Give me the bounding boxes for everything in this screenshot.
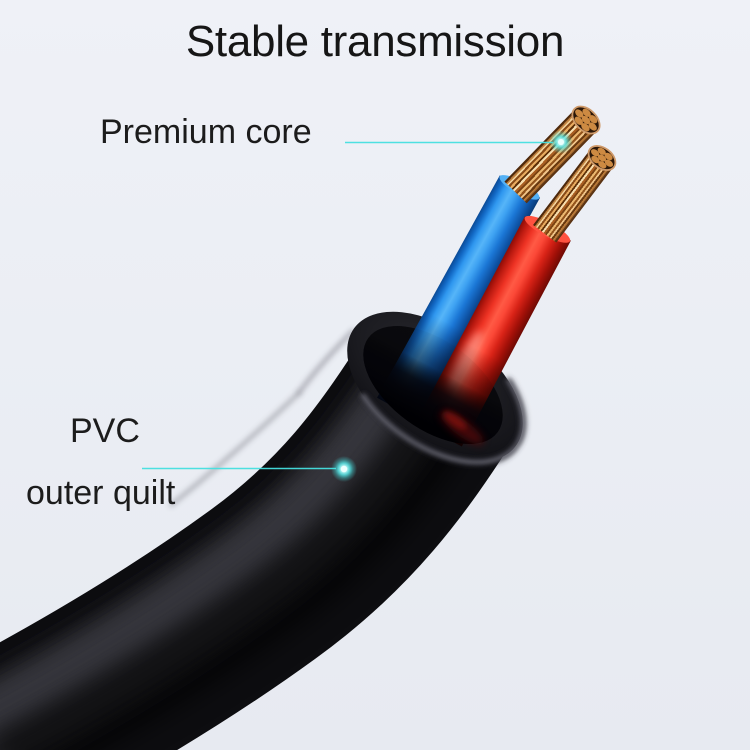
label-premium-core: Premium core xyxy=(100,113,312,151)
cut-face-rim-highlight xyxy=(344,308,526,466)
cable-sheath xyxy=(0,328,517,750)
glow-dot-core xyxy=(558,139,564,145)
copper-core-blue xyxy=(504,105,601,204)
label-pvc: PVC xyxy=(70,412,140,450)
title-text: Stable transmission xyxy=(185,17,565,66)
sheath-rim-light xyxy=(296,328,356,396)
void-shadow xyxy=(363,326,503,445)
label-outer-quilt: outer quilt xyxy=(26,474,176,512)
copper-core-red xyxy=(533,145,617,243)
glow-dot-core xyxy=(340,465,348,473)
